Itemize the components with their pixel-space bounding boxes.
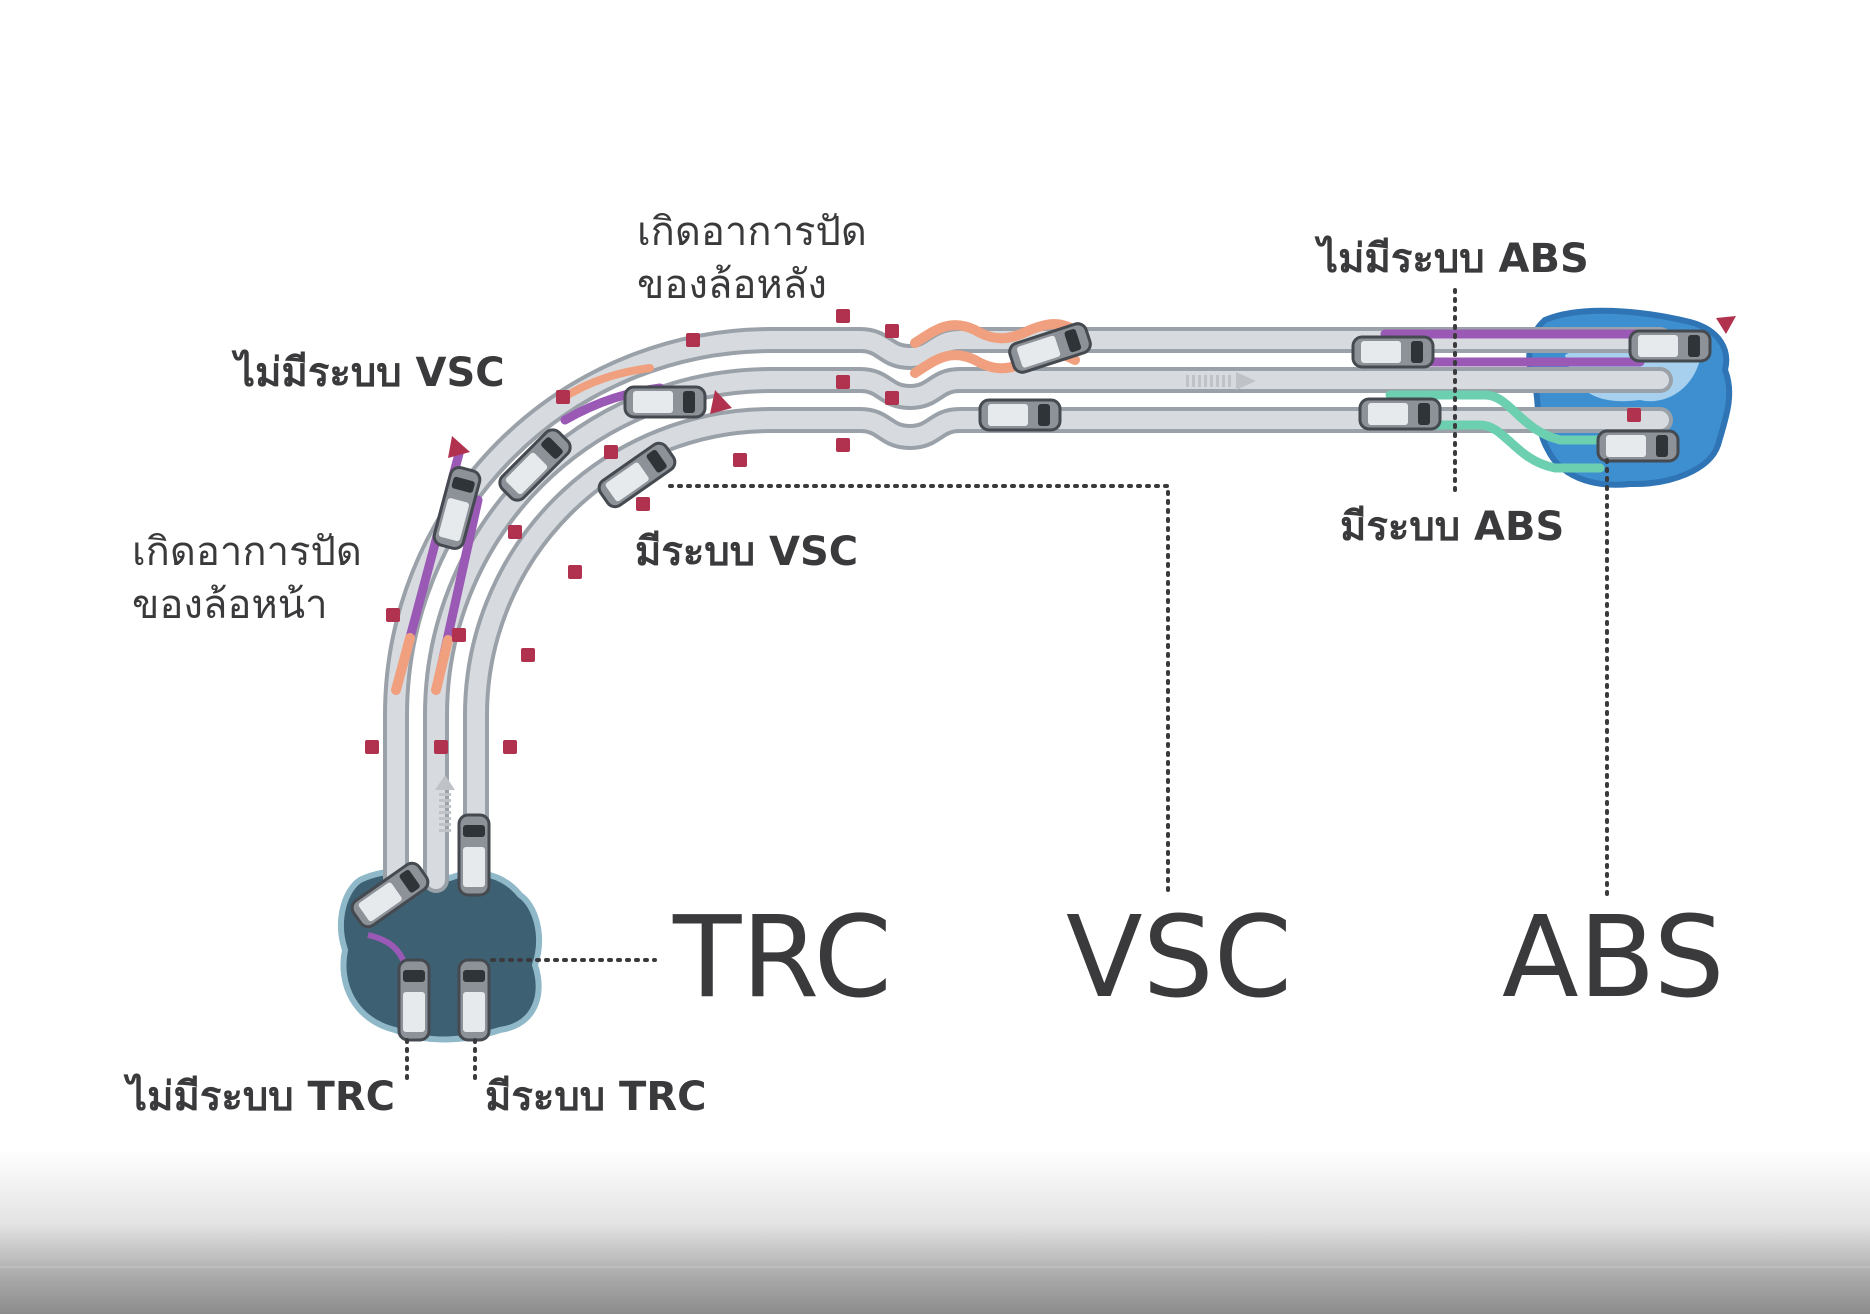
label-rear-skid-line1: เกิดอาการปัด	[637, 209, 867, 255]
car-without-trc	[397, 958, 431, 1042]
cone-markers	[365, 309, 1641, 754]
label-with-trc: มีระบบ TRC	[485, 1074, 706, 1120]
motion-arrow-vertical	[435, 775, 455, 832]
bottom-gradient-bar	[0, 1150, 1870, 1314]
car-lane3-straight	[978, 398, 1062, 432]
road-lane-3	[463, 407, 1673, 893]
label-rear-skid-line2: ของล้อหลัง	[637, 262, 827, 308]
system-vsc: VSC	[1066, 893, 1292, 1023]
car-rear-skidding	[1008, 322, 1092, 374]
bottom-divider	[0, 1266, 1870, 1268]
label-front-skid-line1: เกิดอาการปัด	[132, 529, 362, 575]
car-without-vsc-front-skid	[432, 466, 482, 550]
label-with-vsc: มีระบบ VSC	[635, 529, 858, 575]
car-with-abs-end	[1596, 429, 1680, 463]
car-with-trc	[457, 958, 491, 1042]
motion-arrow-horizontal	[1186, 372, 1256, 390]
car-trc-moving	[457, 813, 491, 897]
skid-triangles	[448, 316, 1736, 458]
label-without-vsc: ไม่มีระบบ VSC	[231, 349, 505, 396]
system-trc: TRC	[672, 893, 892, 1023]
label-without-trc: ไม่มีระบบ TRC	[123, 1073, 395, 1120]
car-with-abs-braking	[1358, 397, 1442, 431]
leader-vsc	[668, 484, 1170, 897]
label-front-skid-line2: ของล้อหน้า	[132, 582, 328, 628]
label-without-abs: ไม่มีระบบ ABS	[1314, 235, 1589, 282]
car-without-abs-braking	[1351, 335, 1435, 369]
car-without-vsc-rear-skid	[623, 385, 707, 419]
with-abs-trails	[1385, 390, 1605, 473]
label-with-abs: มีระบบ ABS	[1340, 504, 1564, 550]
leader-lines	[405, 288, 1609, 1082]
system-abs: ABS	[1502, 893, 1725, 1023]
car-trc-skidding	[350, 861, 430, 929]
car-with-vsc	[597, 441, 677, 509]
car-without-abs-end	[1628, 329, 1712, 363]
car-lane1-corner	[498, 428, 572, 502]
